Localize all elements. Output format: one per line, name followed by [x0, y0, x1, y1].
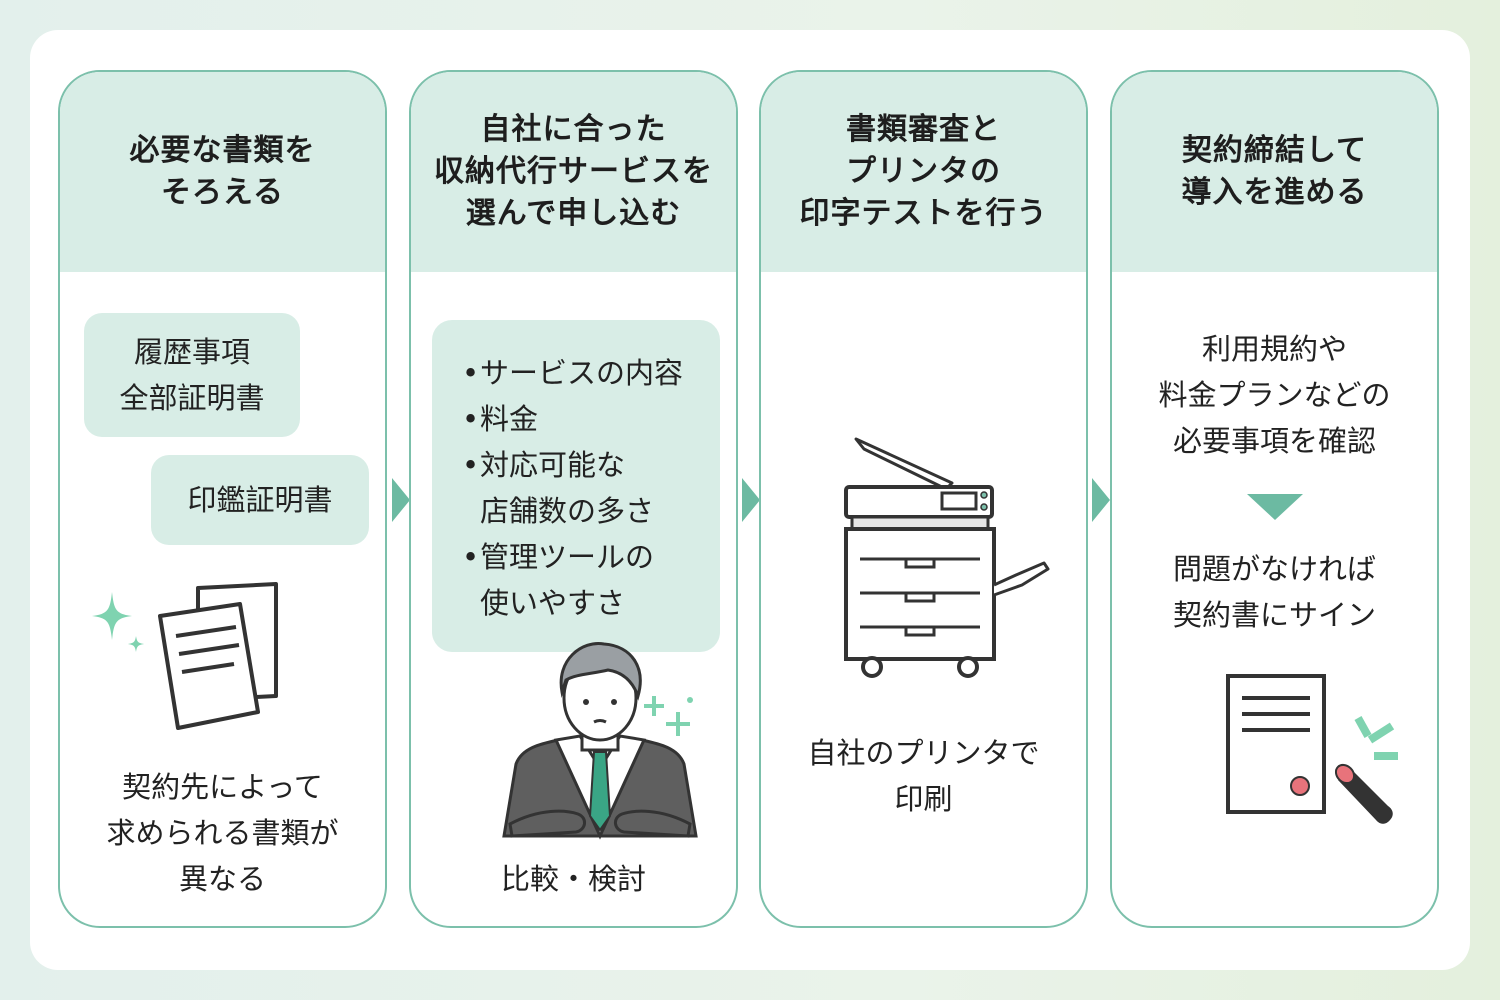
arrow-right-icon: [742, 478, 760, 522]
businessman-icon: [502, 642, 698, 840]
arrow-right-icon: [1092, 478, 1110, 522]
list-item: •サービスの内容: [462, 356, 684, 390]
step-title-2: 自社に合った 収納代行サービスを 選んで申し込む: [434, 112, 713, 231]
printer-icon: [844, 437, 1050, 678]
arrow-right-icon: [392, 478, 410, 522]
step-card-3: 書類審査と プリンタの 印字テストを行う: [759, 70, 1088, 928]
step-caption-2: 比較・検討: [500, 862, 646, 896]
step-caption-3: 自社のプリンタで 印刷: [807, 736, 1040, 816]
document-box-seal: 印鑑証明書: [151, 455, 369, 545]
list-item: •管理ツールの使いやすさ: [462, 540, 655, 620]
step-text-confirm: 利用規約や 料金プランなどの 必要事項を確認: [1158, 332, 1391, 458]
arrow-down-icon: [1247, 494, 1303, 520]
step-title-3: 書類審査と プリンタの 印字テストを行う: [799, 112, 1048, 231]
sparkle-icon: [1354, 716, 1398, 760]
step-caption-1: 契約先によって 求められる書類が 異なる: [106, 770, 339, 896]
step-text-sign: 問題がなければ 契約書にサイン: [1172, 552, 1376, 632]
comparison-list-box: •サービスの内容 •料金 •対応可能な店舗数の多さ •管理ツールの使いやすさ: [432, 320, 720, 652]
step-header-4: 契約締結して 導入を進める: [1112, 72, 1437, 272]
step-title-4: 契約締結して 導入を進める: [1181, 133, 1368, 210]
step-header-1: 必要な書類を そろえる: [60, 72, 385, 272]
document-box-registry: 履歴事項 全部証明書: [84, 313, 300, 437]
step-header-3: 書類審査と プリンタの 印字テストを行う: [761, 72, 1086, 272]
documents-icon: [92, 582, 278, 730]
step-title-1: 必要な書類を そろえる: [129, 133, 316, 210]
list-item: •料金: [462, 402, 539, 436]
stamp-icon: [1334, 763, 1393, 824]
list-item: •対応可能な店舗数の多さ: [462, 448, 655, 528]
sparkle-icon: [92, 592, 144, 652]
sparkle-icon: [644, 696, 693, 736]
contract-icon: [1226, 674, 1398, 824]
step-header-2: 自社に合った 収納代行サービスを 選んで申し込む: [411, 72, 736, 272]
